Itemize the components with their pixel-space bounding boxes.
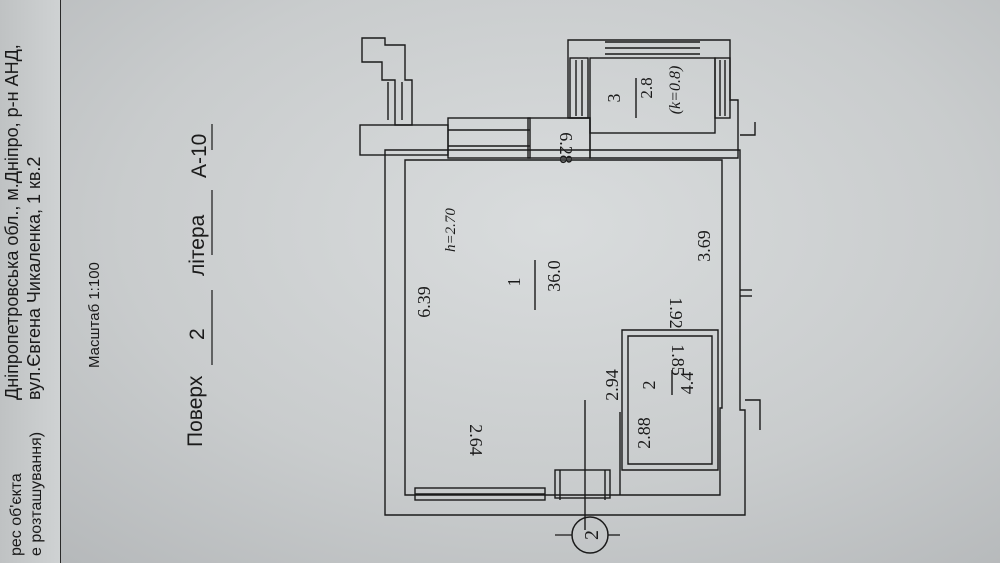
- dimension-1-85: 1.85: [668, 344, 688, 376]
- dimension-6-28: 6.28: [556, 132, 576, 164]
- room-2-number: 2: [639, 381, 659, 390]
- room-2-area: 4.4: [677, 372, 697, 395]
- ceiling-height: h=2.70: [443, 208, 459, 252]
- dimension-1-92: 1.92: [666, 297, 686, 329]
- axis-marker-label: 2: [581, 530, 603, 540]
- dimension-2-64: 2.64: [466, 424, 486, 456]
- dimension-2-94: 2.94: [602, 369, 622, 401]
- room-1-number: 1: [504, 278, 524, 287]
- room-3-number: 3: [604, 94, 624, 103]
- dimension-2-88: 2.88: [634, 417, 654, 449]
- title-block-edge: [0, 0, 61, 563]
- room-1-area: 36.0: [544, 260, 564, 292]
- dimension-3-69: 3.69: [694, 230, 714, 262]
- dimension-6-39: 6.39: [414, 286, 434, 318]
- room-3-area: 2.8: [637, 77, 656, 98]
- room-3-note: (k=0.8): [667, 66, 684, 115]
